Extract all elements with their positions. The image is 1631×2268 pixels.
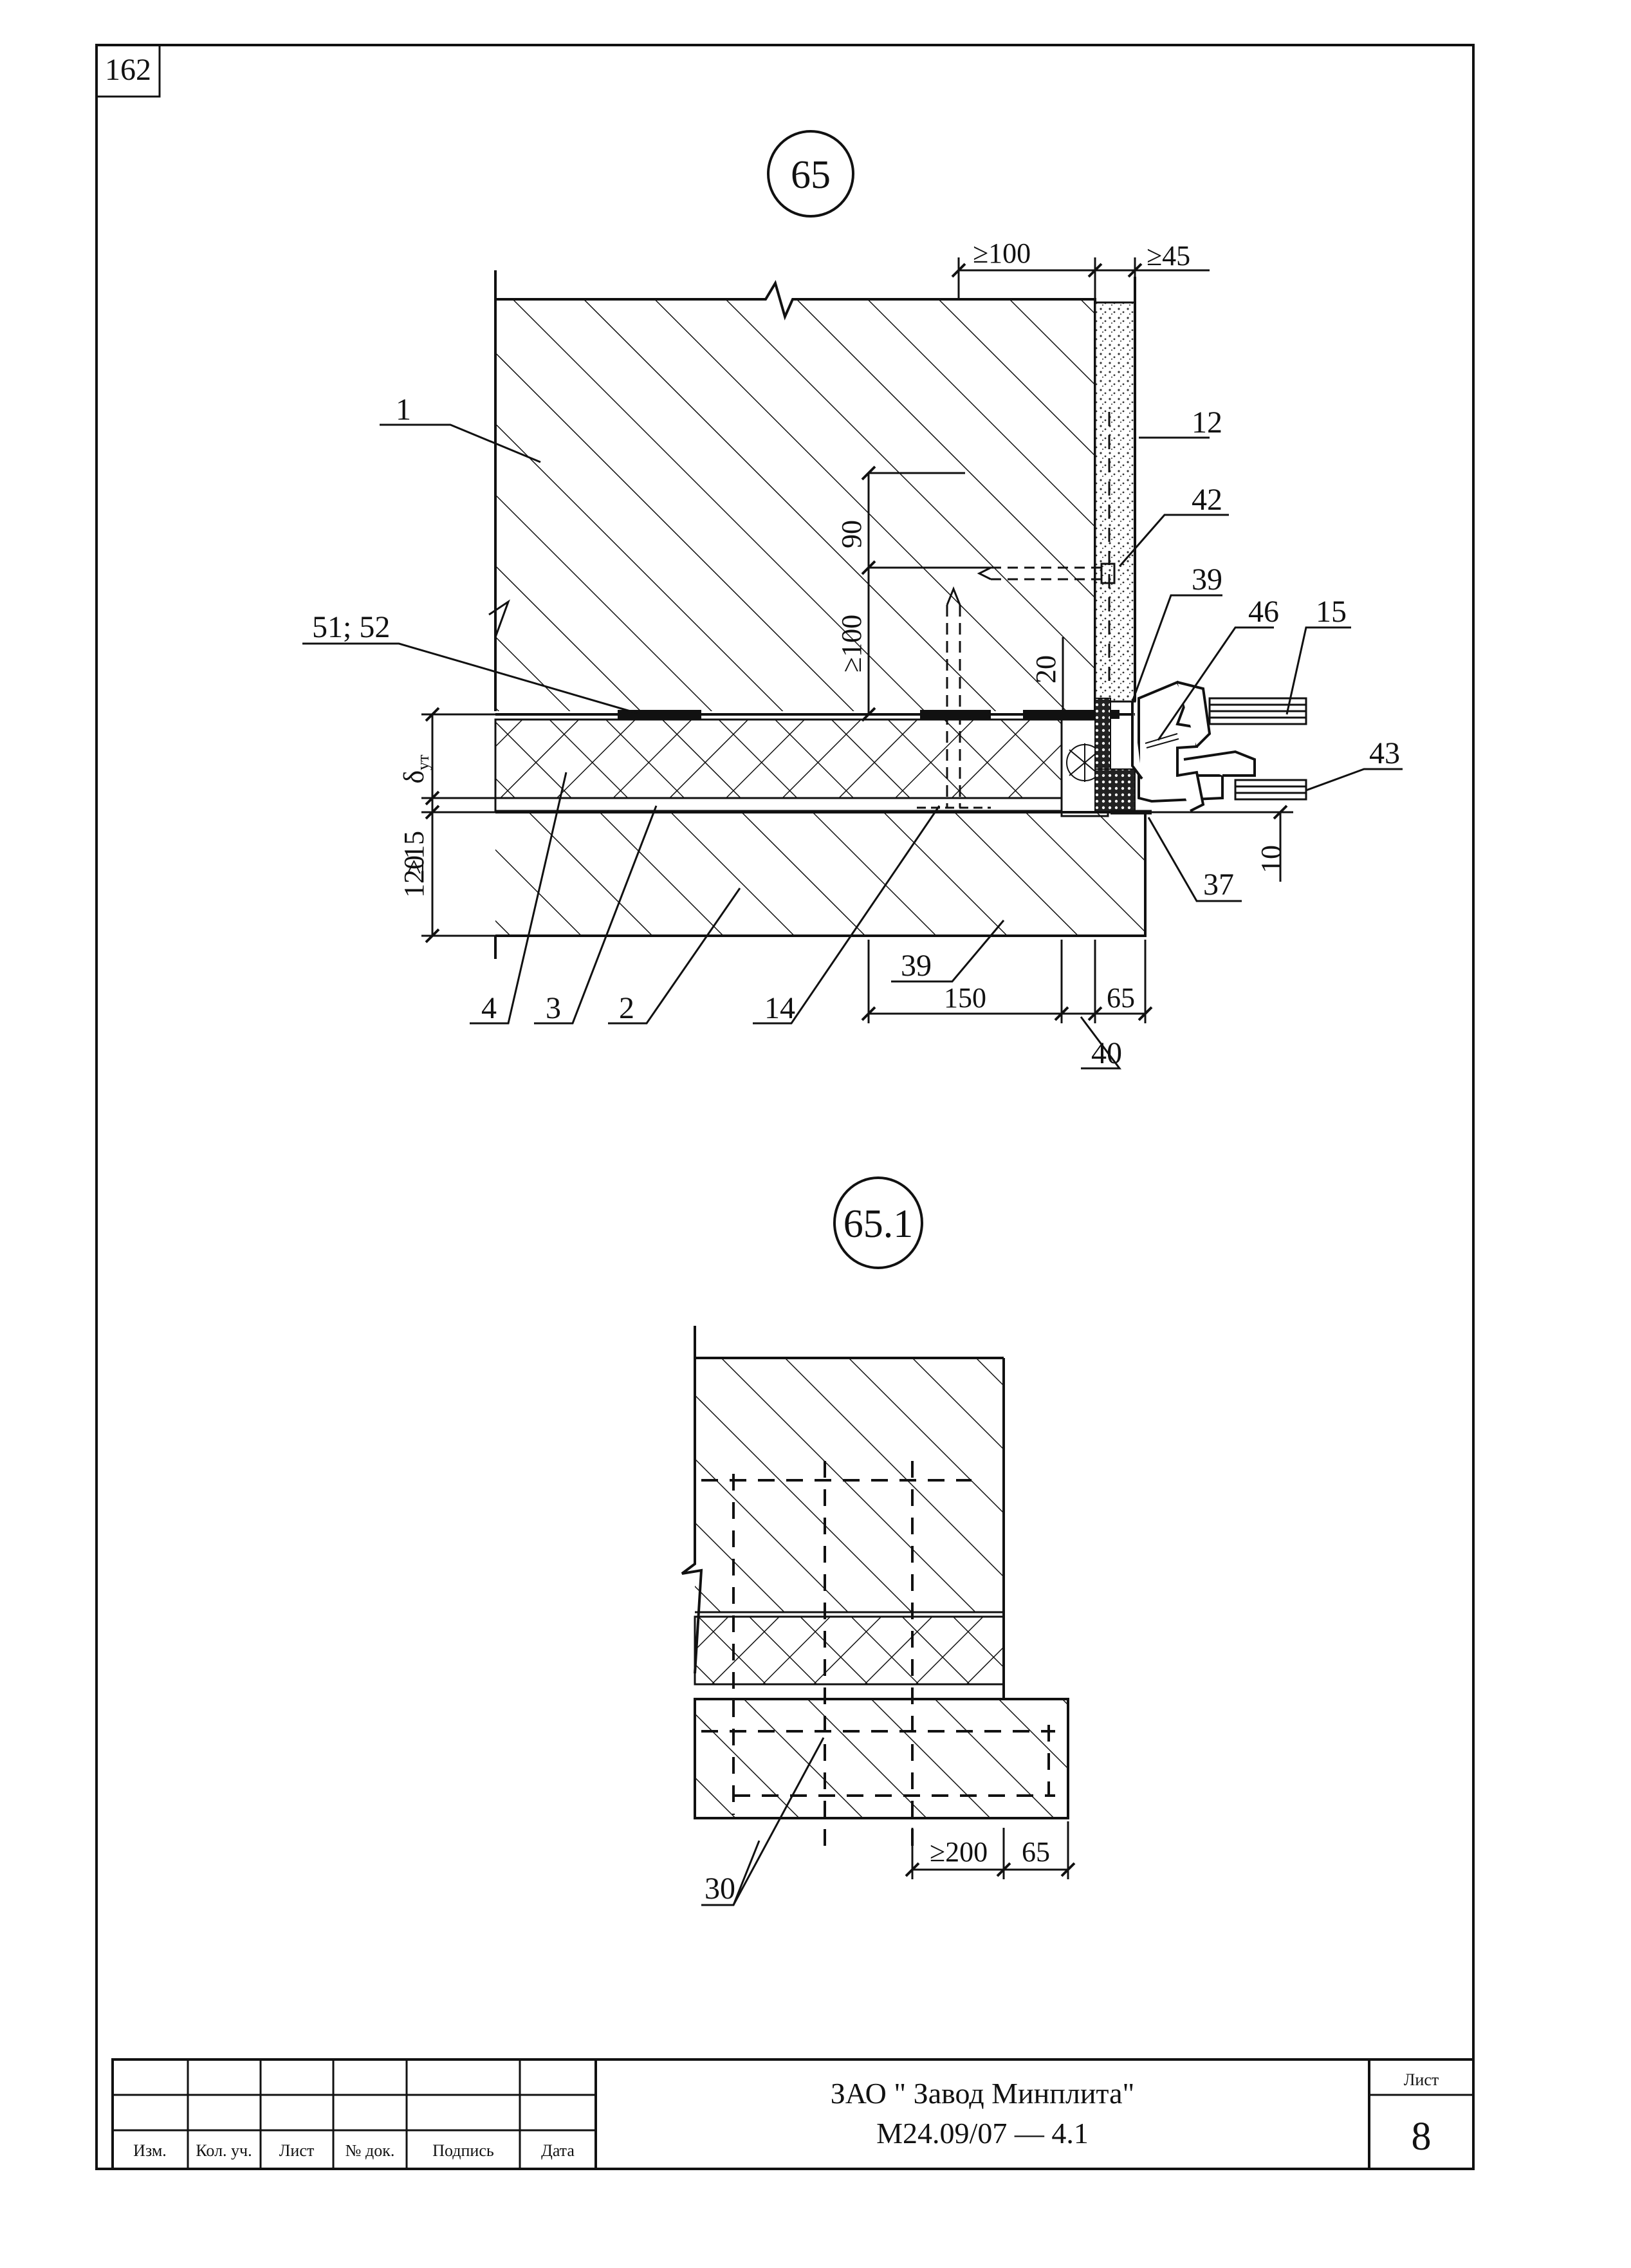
floor-slab — [494, 811, 1147, 959]
column-doc-number: № док. — [346, 2141, 395, 2160]
section-slab — [694, 1698, 1069, 1819]
label-4: 4 — [481, 991, 497, 1025]
label-3: 3 — [546, 991, 561, 1025]
section-wall — [681, 1326, 1005, 1699]
label-39-top: 39 — [1192, 562, 1222, 597]
dim-10: 10 — [1255, 845, 1287, 873]
dim-top-ge45: ≥45 — [1147, 240, 1190, 272]
detail-65: 65 — [302, 130, 1403, 1070]
detail-marker-65-1-label: 65.1 — [843, 1202, 914, 1246]
label-42: 42 — [1192, 483, 1222, 517]
label-15: 15 — [1316, 595, 1347, 629]
sheet-label: Лист — [1404, 2070, 1439, 2089]
column-date: Дата — [541, 2141, 575, 2160]
insulation-layer — [494, 718, 1063, 799]
masonry-wall — [488, 270, 1096, 711]
document-code: М24.09/07 — 4.1 — [876, 2117, 1089, 2150]
label-12: 12 — [1192, 405, 1222, 440]
detail-65-1: 65.1 — [681, 1176, 1076, 1906]
column-kol-uch: Кол. уч. — [196, 2141, 252, 2160]
sealant-tape-upper — [1094, 698, 1111, 770]
label-39-bottom: 39 — [901, 949, 932, 983]
dim-20: 20 — [1030, 655, 1062, 683]
detail-65-labels: 1 12 42 39 46 15 43 51; 52 37 4 3 2 14 3… — [312, 237, 1400, 1070]
dimension-lines — [421, 257, 1293, 1023]
column-list: Лист — [279, 2141, 314, 2160]
dim-top-ge100: ≥100 — [973, 237, 1031, 269]
label-1: 1 — [396, 393, 411, 427]
detail-marker-65 — [767, 130, 854, 218]
sheet-number: 8 — [1412, 2115, 1432, 2159]
label-51-52: 51; 52 — [312, 610, 390, 644]
leveling-layer — [494, 797, 1063, 812]
detail-marker-65-1 — [833, 1176, 923, 1269]
dimension-ticks — [425, 263, 1288, 1021]
organization-name: ЗАО " Завод Минплита" — [831, 2077, 1135, 2110]
window-sill — [1234, 779, 1307, 801]
page-number-box — [95, 44, 161, 98]
glazing-unit — [1208, 697, 1307, 725]
dim-150: 150 — [944, 982, 986, 1014]
label-43: 43 — [1369, 736, 1400, 770]
label-30: 30 — [705, 1872, 735, 1906]
insulation-dowel — [917, 586, 991, 809]
sealant-tape-lower — [1094, 768, 1136, 812]
section-dimensions — [701, 1737, 1069, 1906]
label-2: 2 — [619, 991, 634, 1025]
section-insulation — [694, 1615, 1005, 1686]
dim-90: 90 — [836, 520, 867, 548]
dim-ge100: ≥100 — [836, 615, 867, 673]
dim-section-65: 65 — [1022, 1836, 1050, 1868]
page-number: 162 — [105, 53, 151, 87]
dim-ge200: ≥200 — [930, 1836, 988, 1868]
dim-delta: δут — [398, 754, 432, 783]
column-signature: Подпись — [432, 2141, 494, 2160]
dim-65: 65 — [1107, 982, 1135, 1014]
window-frame-profile — [1131, 680, 1256, 812]
label-14: 14 — [764, 991, 795, 1025]
label-40: 40 — [1091, 1036, 1122, 1070]
leader-lines — [302, 423, 1403, 1070]
column-izm: Изм. — [133, 2141, 167, 2160]
plaster-layer — [1094, 301, 1136, 703]
title-block: Изм. Кол. уч. Лист № док. Подпись Дата З… — [111, 2058, 1475, 2170]
dim-ge15: ≥15 — [398, 831, 430, 875]
label-46: 46 — [1248, 595, 1279, 629]
reinforcement-lines — [701, 1461, 1055, 1854]
section-dimension-ticks — [905, 1862, 1076, 1877]
detail-marker-65-label: 65 — [791, 153, 831, 197]
wall-anchor — [977, 562, 1116, 584]
dim-120: 120 — [398, 855, 430, 898]
label-37: 37 — [1203, 868, 1234, 902]
